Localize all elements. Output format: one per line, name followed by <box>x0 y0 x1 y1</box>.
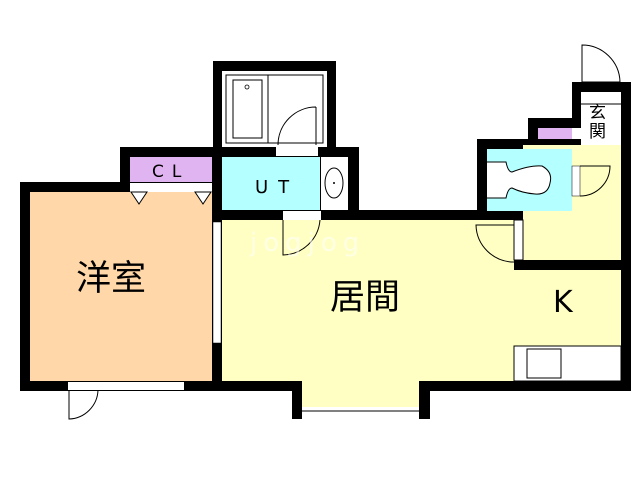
washbasin-drain <box>333 182 335 184</box>
kitchen-partition-wall <box>514 260 621 270</box>
bay-window-floor <box>302 381 419 407</box>
toilet-door-strip <box>571 165 581 197</box>
shoe-box-door <box>572 128 581 139</box>
closet-floor <box>130 157 212 182</box>
utility-door-swing[interactable] <box>282 219 321 256</box>
western-room-partition[interactable] <box>212 221 222 344</box>
utility-label: UT <box>255 177 299 198</box>
stove-icon <box>526 348 562 379</box>
entrance-label-1: 玄 <box>589 103 606 123</box>
closet-door-marker-icon <box>130 191 148 205</box>
entrance-floor <box>581 92 621 145</box>
utility-door-sill <box>283 211 321 220</box>
toilet-icon <box>487 161 552 199</box>
bathtub <box>232 79 263 139</box>
bathroom-door-sill <box>276 147 318 156</box>
shoe-box <box>538 128 572 139</box>
bathroom-inner-outline <box>225 74 324 144</box>
western-room-label: 洋室 <box>76 259 146 299</box>
hall-door-swing[interactable] <box>475 224 515 263</box>
western-room-window[interactable] <box>68 382 184 390</box>
watermark: jogjog <box>249 228 365 258</box>
closet-door-marker-icon <box>194 191 212 205</box>
utility-floor <box>222 157 320 210</box>
toilet-door-swing[interactable] <box>579 165 611 197</box>
bay-window[interactable] <box>302 407 419 419</box>
living-label: 居間 <box>330 278 400 318</box>
hall-wall-strip <box>513 219 524 261</box>
closet-door-strip[interactable] <box>130 183 212 192</box>
kitchen-label: K <box>553 285 574 320</box>
balcony-door-swing[interactable] <box>68 389 99 420</box>
bathroom-door-swing[interactable] <box>277 106 317 146</box>
closet-label: CL <box>152 162 189 182</box>
western-room-floor <box>30 192 212 381</box>
front-door-swing[interactable] <box>581 44 621 83</box>
entrance-label-2: 関 <box>589 122 606 142</box>
drain-icon <box>244 84 250 90</box>
